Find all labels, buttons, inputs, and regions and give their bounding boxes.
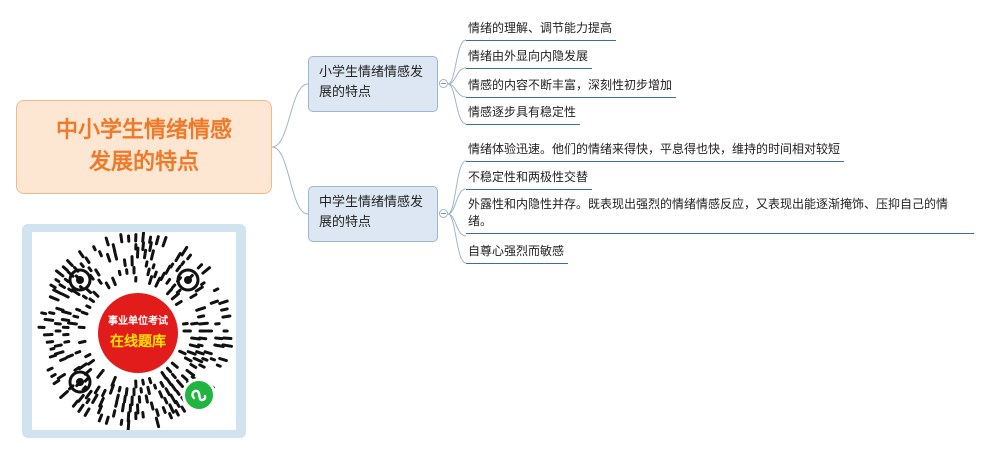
connector-middle-leaf-4 — [447, 213, 467, 264]
middle-leaf-4[interactable]: 自尊心强烈而敏感 — [466, 243, 569, 264]
connector-primary-leaf-1 — [447, 39, 467, 85]
branch-middle-school-label: 中学生情绪情感发展的特点 — [319, 195, 424, 230]
middle-leaf-1[interactable]: 情绪体验迅速。他们的情绪来得快，平息得也快，维持的时间相对较短 — [466, 141, 845, 162]
connector-root-middle — [271, 146, 309, 215]
collapse-toggle-icon[interactable] — [439, 209, 448, 218]
middle-leaf-3[interactable]: 外露性和内隐性并存。既表现出强烈的情绪情感反应，又表现出能逐渐掩饰、压抑自己的情… — [466, 196, 974, 234]
connector-primary-leaf-4 — [447, 83, 467, 125]
connector-middle-leaf-1 — [447, 160, 467, 215]
qr-code-area: 事业单位考试 在线题库 — [32, 232, 236, 430]
qr-badge-top-text: 事业单位考试 — [108, 315, 168, 327]
branch-primary-school-label: 小学生情绪情感发展的特点 — [319, 65, 424, 100]
qr-badge-bottom-text: 在线题库 — [110, 333, 166, 350]
branch-middle-school[interactable]: 中学生情绪情感发展的特点 — [308, 186, 438, 242]
primary-leaf-3[interactable]: 情感的内容不断丰富，深刻性初步增加 — [466, 77, 677, 98]
collapse-toggle-icon[interactable] — [439, 79, 448, 88]
branch-primary-school[interactable]: 小学生情绪情感发展的特点 — [308, 56, 438, 112]
root-topic[interactable]: 中小学生情绪情感发展的特点 — [16, 100, 272, 194]
qr-center-badge: 事业单位考试 在线题库 — [98, 293, 178, 373]
primary-leaf-2[interactable]: 情绪由外显向内隐发展 — [466, 48, 593, 69]
primary-leaf-1[interactable]: 情绪的理解、调节能力提高 — [466, 20, 617, 41]
qr-code-card[interactable]: 事业单位考试 在线题库 — [22, 224, 246, 438]
middle-leaf-2[interactable]: 不稳定性和两极性交替 — [466, 169, 593, 190]
connector-root-primary — [271, 83, 309, 148]
primary-leaf-4[interactable]: 情感逐步具有稳定性 — [466, 104, 581, 125]
connector-middle-leaf-2 — [447, 188, 467, 215]
mini-program-icon — [182, 378, 216, 412]
connector-primary-leaf-2 — [447, 67, 467, 85]
root-topic-title: 中小学生情绪情感发展的特点 — [55, 118, 232, 175]
